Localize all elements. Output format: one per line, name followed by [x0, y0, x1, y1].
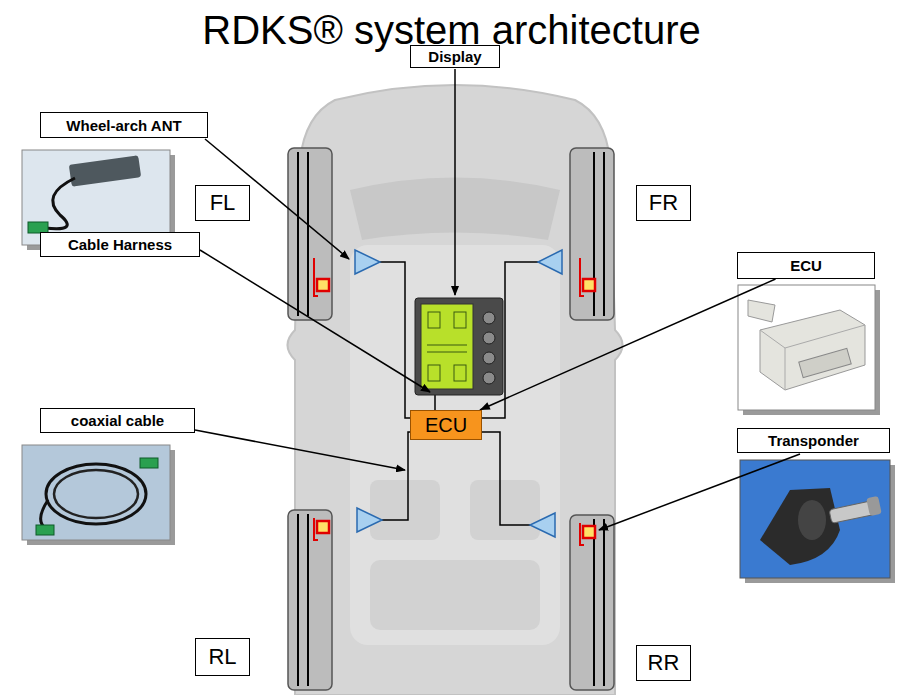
transponder-symbol	[314, 258, 329, 296]
ecu-box: ECU	[410, 410, 482, 440]
antenna-symbol	[538, 250, 562, 274]
leader-arrow	[480, 279, 776, 410]
label-text: ECU	[425, 414, 467, 437]
label-text: coaxial cable	[71, 412, 164, 429]
leader-line	[195, 69, 800, 530]
callout-label: Transponder	[737, 428, 890, 453]
transponder-symbol	[314, 518, 329, 540]
callout-label: ECU	[737, 252, 875, 279]
wheel-label: FL	[195, 185, 250, 221]
label-text: Transponder	[768, 432, 859, 449]
wheel-label: FR	[636, 185, 691, 221]
callout-label: Display	[410, 45, 500, 68]
wheel-label: RR	[636, 645, 691, 681]
ecu-photo	[738, 285, 880, 415]
antenna-symbol	[355, 250, 380, 274]
label-text: Wheel-arch ANT	[66, 117, 181, 134]
rear-bench	[370, 560, 540, 630]
label-text: RL	[208, 644, 236, 670]
callout-label: Cable Harness	[40, 232, 200, 257]
antenna-wire	[380, 262, 538, 525]
seat	[470, 480, 540, 540]
label-text: Cable Harness	[68, 236, 172, 253]
display-unit	[415, 298, 503, 395]
callout-label: coaxial cable	[40, 408, 195, 433]
label-text: ECU	[790, 257, 822, 274]
wheel	[570, 515, 614, 690]
label-text: FR	[649, 190, 678, 216]
cabin	[350, 245, 560, 645]
antenna-symbol	[357, 508, 382, 532]
wheel	[570, 148, 614, 320]
arrow-head	[480, 402, 491, 410]
coaxial-cable-photo	[22, 445, 175, 545]
wheel	[288, 148, 332, 320]
wheel	[288, 510, 332, 690]
callout-label: Wheel-arch ANT	[40, 112, 208, 138]
label-text: FL	[210, 190, 236, 216]
transponder-symbol	[580, 258, 595, 296]
connector-line	[480, 279, 776, 410]
transponder-symbol	[580, 523, 595, 545]
antenna-symbol	[530, 513, 555, 537]
label-text: RR	[648, 650, 680, 676]
transponder-photo	[740, 460, 895, 583]
wheel-label: RL	[195, 638, 250, 676]
label-text: Display	[428, 48, 481, 65]
seat	[370, 480, 440, 540]
